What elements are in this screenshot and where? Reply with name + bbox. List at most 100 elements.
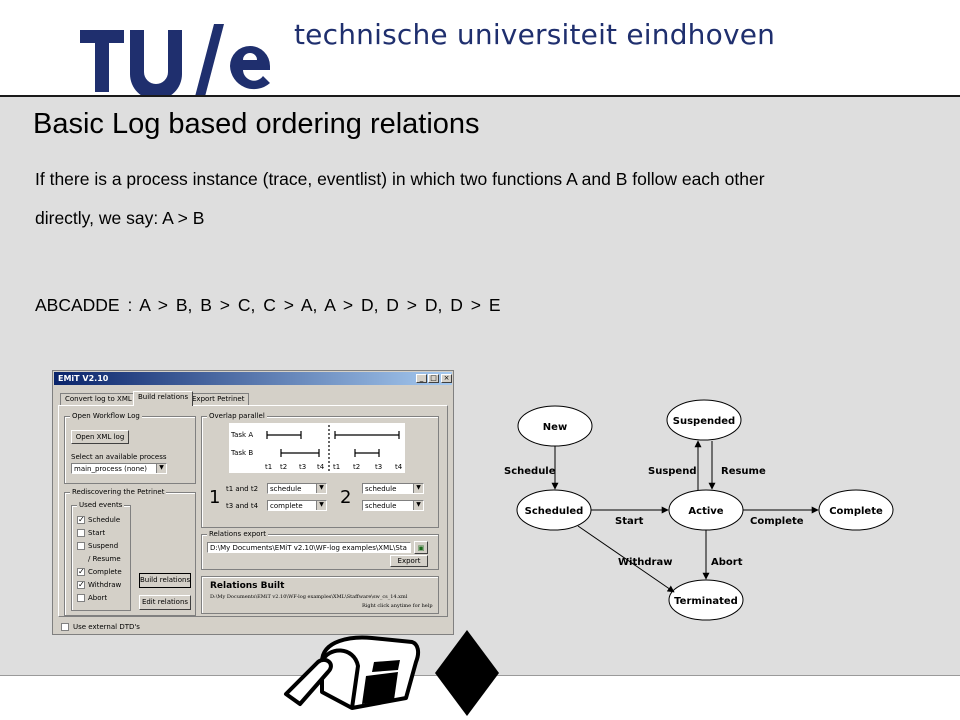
state-new: New: [517, 405, 593, 447]
used-events-legend: Used events: [77, 501, 125, 509]
emit-titlebar: EMiT V2.10: [54, 372, 452, 385]
tab-convert-log[interactable]: Convert log to XML: [60, 393, 137, 405]
event-label: Complete: [88, 568, 122, 576]
state-terminated: Terminated: [668, 579, 744, 621]
overlap-parallel-group: Overlap parallel Task A Task B t1 t2 t3: [201, 412, 439, 528]
header-divider: [0, 95, 960, 97]
definition-line-1: If there is a process instance (trace, e…: [35, 169, 765, 189]
transition-label: Complete: [750, 516, 804, 527]
event-label: Start: [88, 529, 106, 537]
chevron-down-icon: ▼: [316, 484, 326, 493]
open-workflow-log-group: Open Workflow Log Open XML log Select an…: [64, 412, 196, 484]
option-2-number: 2: [340, 487, 352, 508]
checkbox-abort[interactable]: [77, 594, 85, 602]
state-active: Active: [668, 489, 744, 531]
select-value: schedule: [270, 485, 302, 493]
process-select-value: main_process (none): [74, 465, 148, 473]
maximize-icon[interactable]: □: [428, 374, 439, 383]
build-relations-button[interactable]: Build relations: [139, 573, 191, 588]
close-icon[interactable]: ×: [441, 374, 452, 383]
transition-arrow: [577, 525, 675, 593]
checkbox-withdraw[interactable]: ✓: [77, 580, 85, 589]
select-process-label: Select an available process: [71, 453, 167, 461]
state-complete: Complete: [818, 489, 894, 531]
open-xml-log-button[interactable]: Open XML log: [71, 430, 129, 444]
event-label: Abort: [88, 594, 108, 602]
state-label: Scheduled: [525, 506, 584, 517]
task-b-label: Task B: [231, 449, 254, 457]
rediscovering-legend: Rediscovering the Petrinet: [70, 488, 167, 496]
state-suspended: Suspended: [666, 399, 742, 441]
checkbox-schedule[interactable]: ✓: [77, 515, 85, 524]
browse-folder-icon[interactable]: ▣: [414, 541, 428, 554]
chevron-down-icon: ▼: [156, 464, 166, 473]
transition-label: Resume: [721, 466, 766, 477]
tab-export-petrinet[interactable]: Export Petrinet: [187, 393, 250, 405]
status-path: D:\My Documents\EMiT v2.10\WF-log exampl…: [210, 594, 408, 600]
tue-logo: [80, 24, 270, 108]
state-label: Active: [688, 506, 723, 517]
tick-label: t2: [353, 463, 361, 471]
university-name: technische universiteit eindhoven: [294, 18, 776, 51]
state-scheduled: Scheduled: [516, 489, 592, 531]
option1-t3-t4-select[interactable]: complete ▼: [267, 500, 327, 511]
used-events-group: Used events ✓ Schedule Start Suspend / R…: [71, 501, 131, 611]
event-label: / Resume: [88, 555, 121, 563]
t3-t4-label: t3 and t4: [226, 502, 259, 510]
process-select[interactable]: main_process (none) ▼: [71, 463, 167, 474]
tick-label: t4: [317, 463, 325, 471]
checkbox-external-dtd[interactable]: [61, 623, 69, 631]
tick-label: t1: [333, 463, 341, 471]
tick-label: t2: [280, 463, 288, 471]
tick-label: t3: [299, 463, 307, 471]
chevron-down-icon: ▼: [413, 484, 423, 493]
export-path-input[interactable]: D:\My Documents\EMiT v2.10\WF-log exampl…: [207, 542, 411, 553]
chevron-down-icon: ▼: [316, 501, 326, 510]
emit-title: EMiT V2.10: [58, 374, 109, 383]
event-label: Schedule: [88, 516, 121, 524]
state-label: Complete: [829, 506, 883, 517]
tick-label: t1: [265, 463, 273, 471]
status-panel: Relations Built D:\My Documents\EMiT v2.…: [201, 576, 439, 614]
checkbox-suspend[interactable]: [77, 542, 85, 550]
state-label: Terminated: [674, 596, 738, 607]
event-label: Withdraw: [88, 581, 122, 589]
status-hint: Right click anytime for help: [362, 603, 433, 609]
event-label: Suspend: [88, 542, 119, 550]
mailbox-icon: [284, 635, 421, 710]
tick-label: t3: [375, 463, 383, 471]
option2-t3-t4-select[interactable]: schedule ▼: [362, 500, 424, 511]
t1-t2-label: t1 and t2: [226, 485, 259, 493]
option-1-number: 1: [209, 487, 221, 508]
external-dtd-label: Use external DTD's: [73, 623, 140, 631]
checkbox-start[interactable]: [77, 529, 85, 537]
option2-t1-t2-select[interactable]: schedule ▼: [362, 483, 424, 494]
overlap-parallel-legend: Overlap parallel: [207, 412, 267, 420]
state-label: Suspended: [673, 416, 735, 427]
diamond-icon: [435, 630, 499, 716]
overlap-timeline-bars: [266, 425, 400, 471]
task-a-label: Task A: [231, 431, 254, 439]
transition-label: Schedule: [504, 466, 556, 477]
export-button[interactable]: Export: [390, 555, 428, 567]
transition-label: Suspend: [648, 466, 697, 477]
edit-relations-button[interactable]: Edit relations: [139, 595, 191, 610]
tab-build-relations[interactable]: Build relations: [133, 391, 194, 406]
emit-window: EMiT V2.10 _ □ × Convert log to XML Buil…: [52, 370, 454, 635]
select-value: schedule: [365, 485, 397, 493]
chevron-down-icon: ▼: [413, 501, 423, 510]
tick-label: t4: [395, 463, 403, 471]
build-relations-panel: Open Workflow Log Open XML log Select an…: [58, 405, 448, 617]
transition-label: Start: [615, 516, 644, 527]
checkbox-complete[interactable]: ✓: [77, 567, 85, 576]
slide-title: Basic Log based ordering relations: [33, 108, 480, 140]
definition-line-2: directly, we say: A > B: [35, 208, 205, 228]
option1-t1-t2-select[interactable]: schedule ▼: [267, 483, 327, 494]
relations-export-group: Relations export D:\My Documents\EMiT v2…: [201, 530, 439, 570]
rediscovering-group: Rediscovering the Petrinet Used events ✓…: [64, 488, 196, 616]
example-relations: ABCADDE : A > B, B > C, C > A, A > D, D …: [35, 295, 501, 315]
select-value: schedule: [365, 502, 397, 510]
transition-label: Withdraw: [618, 557, 672, 568]
overlap-timeline: Task A Task B t1 t2 t3 t4 t1 t2: [229, 423, 405, 473]
minimize-icon[interactable]: _: [416, 374, 427, 383]
